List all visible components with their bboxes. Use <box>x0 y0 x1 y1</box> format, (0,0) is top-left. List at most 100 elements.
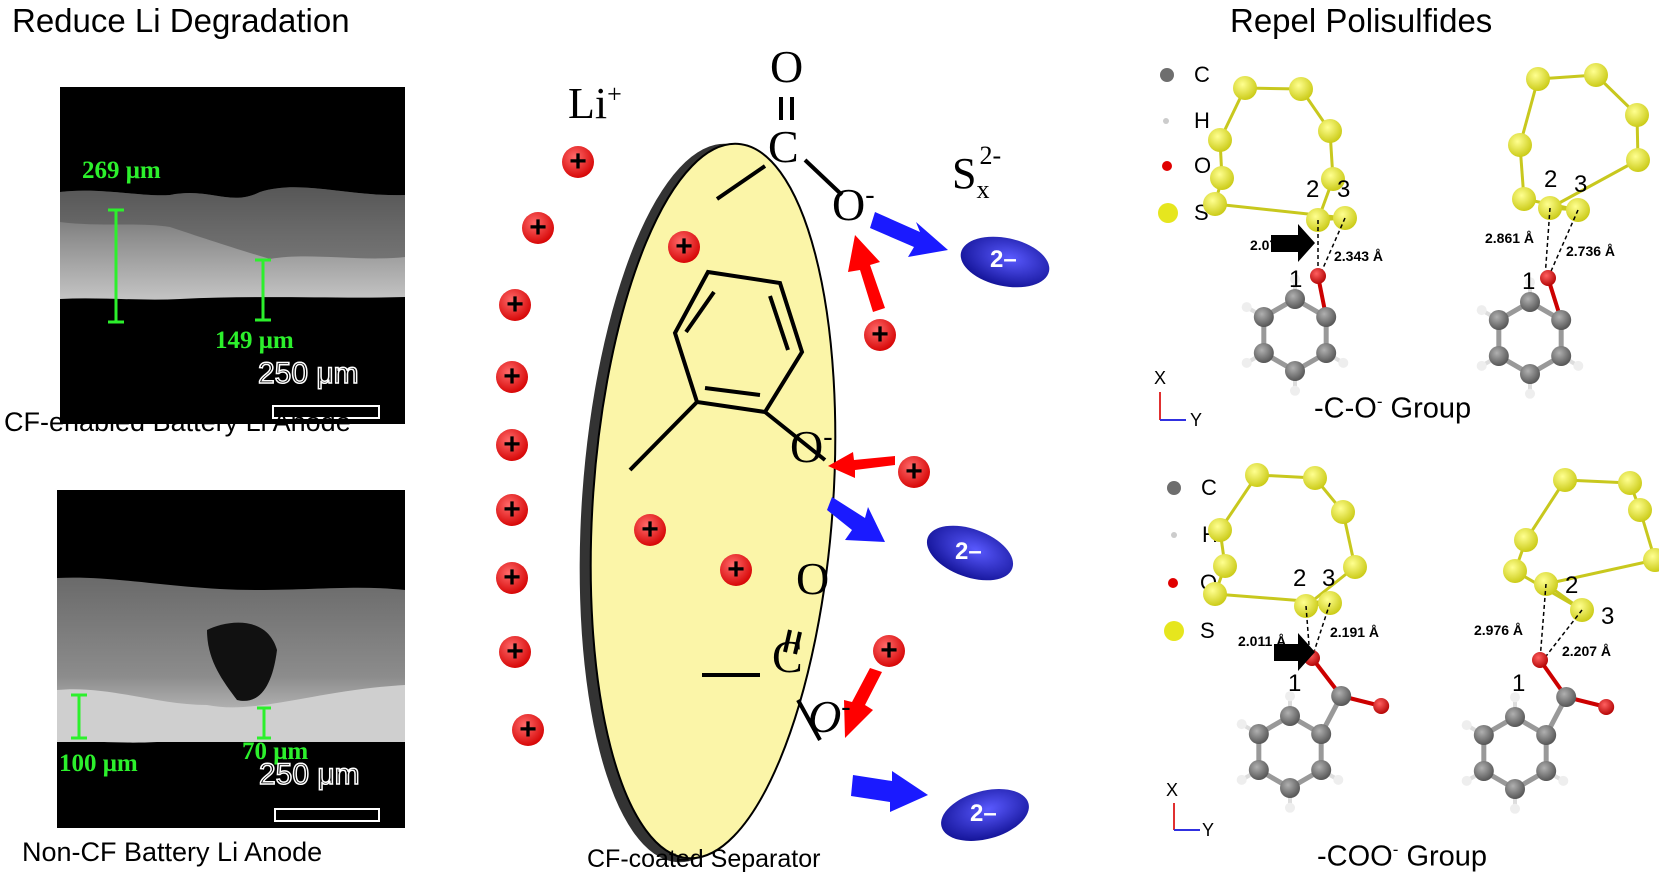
sulfur-atom <box>1208 128 1232 152</box>
axis-y-label: Y <box>1202 820 1215 840</box>
li-ion <box>499 289 531 321</box>
hydrogen-atom <box>1290 385 1300 396</box>
measurement-label: 70 μm <box>242 738 309 765</box>
hydrogen-atom <box>1476 305 1487 316</box>
carbon-atom-icon <box>1160 68 1174 82</box>
hydrogen-atom <box>1525 388 1535 399</box>
legend-item-s: S <box>1164 618 1215 644</box>
sulfur-atom <box>1318 119 1342 143</box>
oxygen-atom <box>1310 268 1326 284</box>
sulfur-atom <box>1618 471 1642 495</box>
li-anode-cross-section <box>57 577 405 743</box>
li-ion <box>720 554 752 586</box>
oxygen-atom-icon <box>1168 578 1178 588</box>
atom-number: 2 <box>1544 166 1558 193</box>
plus-icon: + <box>503 360 521 393</box>
axis-y-label: Y <box>1190 410 1203 430</box>
molecular-structures <box>1159 63 1659 831</box>
li-ion <box>864 319 896 351</box>
benzene-ring <box>628 97 844 741</box>
oxygen-atom-icon <box>1162 161 1172 171</box>
sulfur-atom <box>1208 518 1232 542</box>
distance-line <box>1539 583 1547 661</box>
distance-label: 2.861 Å <box>1485 230 1535 246</box>
legend-item-c: C <box>1167 475 1217 501</box>
atom-number: 2 <box>1293 565 1307 592</box>
hydrogen-atom <box>1285 802 1295 813</box>
oxygen-atom <box>1540 270 1556 286</box>
sulfur-atom <box>1626 148 1650 172</box>
carbon-atom <box>1505 779 1525 799</box>
oxygen-atom <box>1373 698 1390 714</box>
carbon-atom <box>1316 343 1337 363</box>
atom-c-top: C <box>768 121 799 172</box>
li-ion <box>496 562 528 594</box>
carbon-atom-icon <box>1167 481 1181 495</box>
sulfur-atom <box>1213 554 1237 578</box>
scale-bar-label: 250 μm <box>257 356 359 391</box>
sulfur-atom <box>1343 555 1367 579</box>
sulfur-atom <box>1203 192 1227 216</box>
group-label-c-o: -C-O- Group <box>1314 392 1471 426</box>
atom-o: O <box>808 691 842 742</box>
hydrogen-atom <box>1461 720 1472 731</box>
separator-diagram <box>496 97 1050 863</box>
carbon-atom <box>1520 364 1540 384</box>
carbon-atom <box>1316 307 1337 327</box>
plus-icon: + <box>871 318 889 351</box>
right-panel-title: Repel Polisulfides <box>1230 2 1493 39</box>
group-name: -C-O <box>1314 392 1377 425</box>
li-ion <box>496 494 528 526</box>
hydrogen-atom <box>1573 360 1584 371</box>
group-label-coo: -COO- Group <box>1317 840 1487 874</box>
left-panel-title: Reduce Li Degradation <box>12 2 350 39</box>
li-ion <box>496 361 528 393</box>
plus-icon: + <box>529 211 547 244</box>
group-suffix: Group <box>1398 840 1488 873</box>
li-ion <box>898 456 930 488</box>
hydrogen-atom <box>1236 774 1247 785</box>
li-charge: + <box>607 79 622 109</box>
legend-label: S <box>1200 618 1215 643</box>
atom-number: 3 <box>1601 603 1615 630</box>
sulfur-atom <box>1643 548 1659 572</box>
sulfur-atom <box>1514 528 1538 552</box>
carbon-atom <box>1551 346 1572 366</box>
sulfur-atom <box>1512 187 1536 211</box>
distance-line <box>1311 602 1331 659</box>
atom-number: 2 <box>1306 176 1320 203</box>
plus-icon: + <box>506 288 524 321</box>
sulfur-atom <box>1233 76 1257 100</box>
sx-subscript: x <box>976 174 990 204</box>
plus-icon: + <box>506 635 524 668</box>
sulfur-atom <box>1503 559 1527 583</box>
li-ion <box>562 146 594 178</box>
axis-indicator <box>1159 392 1200 831</box>
arrow-icon <box>870 212 948 257</box>
hydrogen-atom <box>1476 360 1487 371</box>
hydrogen-atom <box>1236 719 1247 730</box>
distance-label: 2.207 Å <box>1562 643 1612 659</box>
distance-line <box>1544 207 1551 279</box>
transition-arrow-icon <box>1271 224 1315 262</box>
carbon-atom <box>1520 292 1540 312</box>
carbon-atom <box>1488 310 1509 330</box>
polysulfide-charge: 2– <box>990 246 1017 273</box>
carbon-atom <box>1536 761 1557 781</box>
sulfur-atom <box>1303 466 1327 490</box>
carbon-atom <box>1488 346 1509 366</box>
attraction-arrows <box>828 235 895 738</box>
scale-bar <box>272 405 380 419</box>
atom-number: 2 <box>1565 572 1579 599</box>
distance-label: 2.070 Å <box>1250 237 1300 253</box>
axis-x-label: X <box>1154 368 1167 388</box>
hydrogen-atom <box>1338 357 1349 368</box>
polysulfide-label: Sx2- <box>952 141 1011 205</box>
measurement-label: 269 μm <box>82 157 161 184</box>
distance-label: 2.191 Å <box>1330 624 1380 640</box>
atom-number: 3 <box>1322 565 1336 592</box>
caption-cf-enabled-anode: CF-enabled Battery Li Anode <box>4 407 351 437</box>
carbon-atom <box>1285 361 1305 381</box>
carbon-atom <box>1556 687 1577 707</box>
legend-item-c: C <box>1160 62 1210 88</box>
